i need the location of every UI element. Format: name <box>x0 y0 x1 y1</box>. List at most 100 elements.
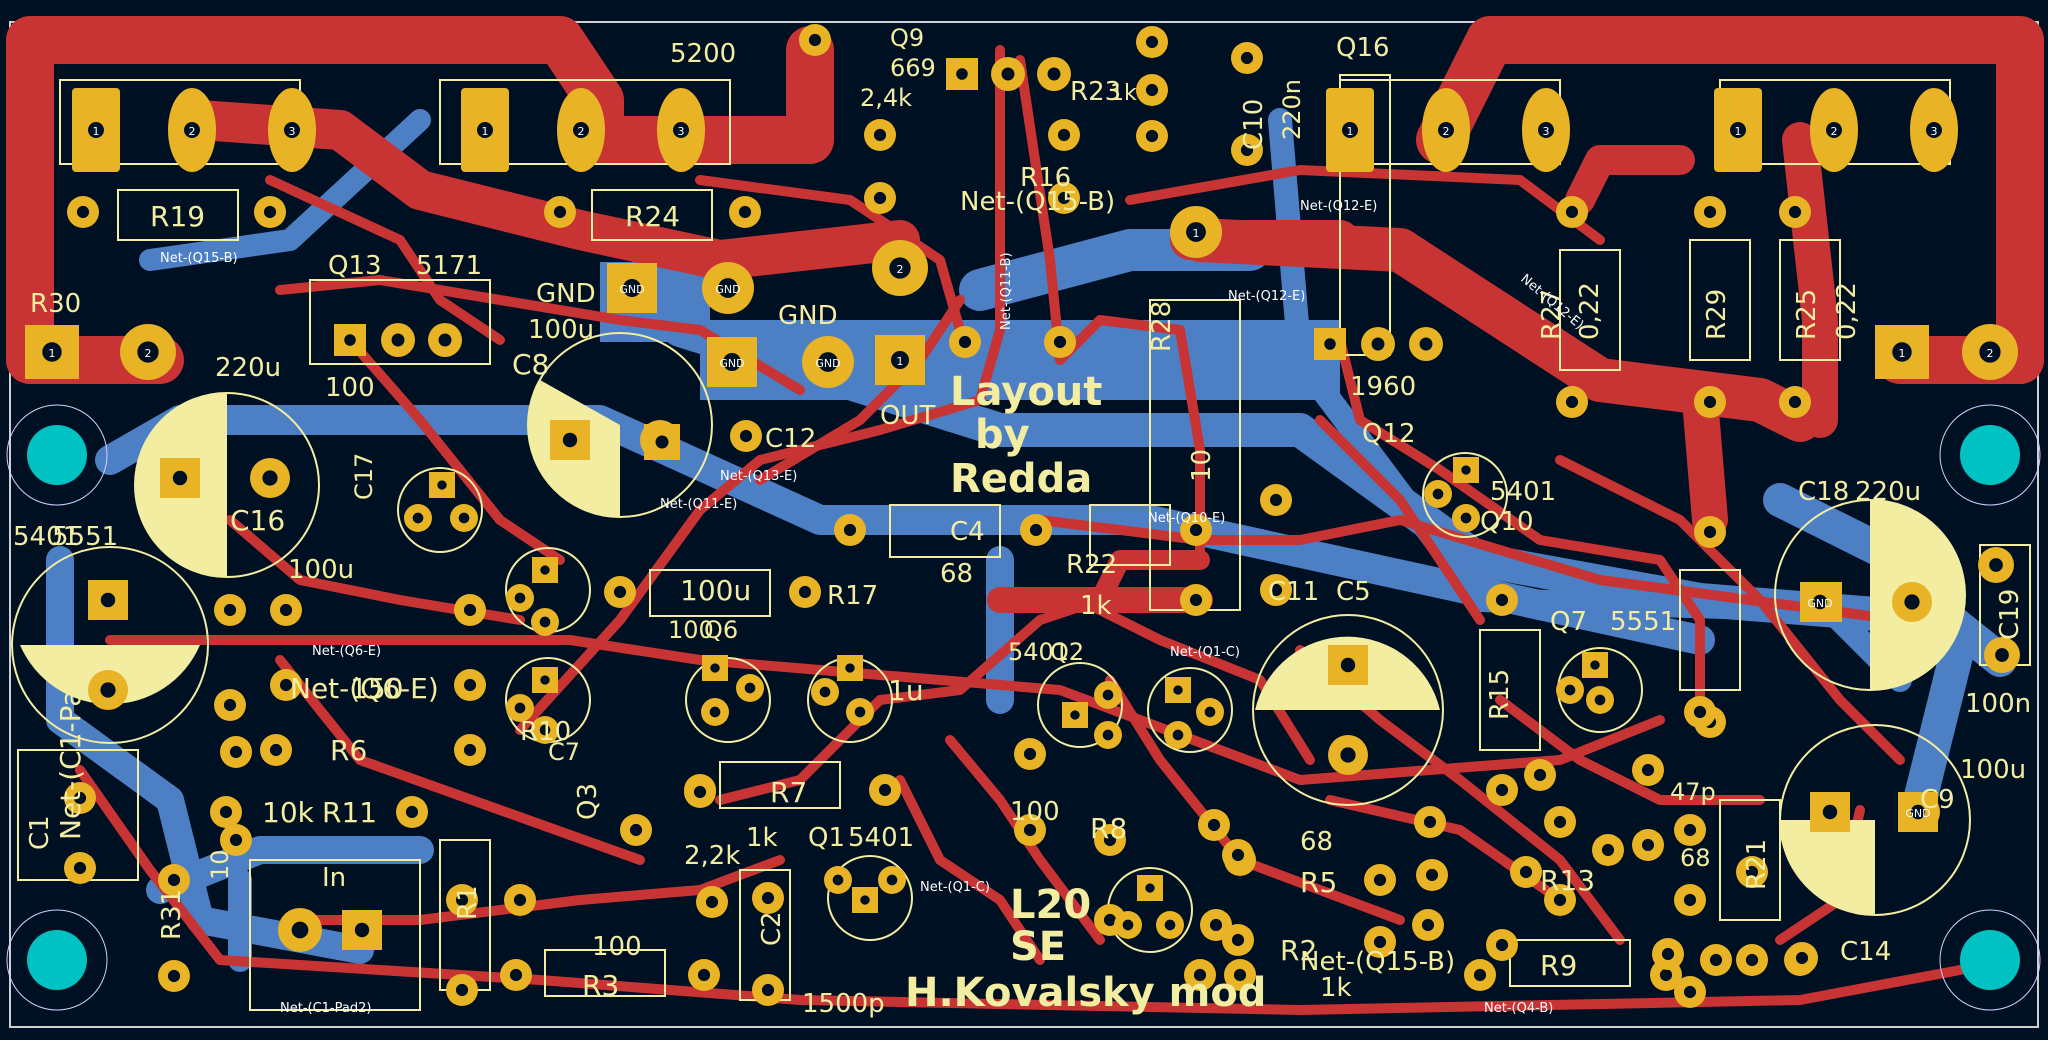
pad-number: 2 <box>145 347 152 360</box>
drill-hole <box>1240 51 1254 65</box>
drill-hole <box>1822 804 1838 820</box>
drill-hole <box>539 616 551 628</box>
drill-hole <box>1432 488 1444 500</box>
svg-text:Q6: Q6 <box>704 616 738 644</box>
svg-text:C8: C8 <box>512 348 549 381</box>
drill-hole <box>1340 747 1356 763</box>
svg-text:100n: 100n <box>1965 689 2031 719</box>
drill-hole <box>262 470 278 486</box>
pad-number: GND <box>619 283 644 296</box>
svg-text:10k: 10k <box>262 796 315 829</box>
svg-text:R7: R7 <box>770 776 807 809</box>
svg-text:C7: C7 <box>548 738 580 766</box>
drill-hole <box>1340 657 1356 673</box>
drill-hole <box>1709 953 1723 967</box>
svg-text:47p: 47p <box>1670 778 1716 806</box>
drill-hole <box>1425 868 1439 882</box>
footer-line-2: SE <box>1010 924 1066 970</box>
svg-text:5551: 5551 <box>52 522 118 552</box>
drill-hole <box>1145 35 1159 49</box>
drill-hole <box>891 351 909 369</box>
drill-hole <box>553 205 567 219</box>
svg-text:C18: C18 <box>1798 477 1849 507</box>
svg-text:Q16: Q16 <box>1336 33 1390 63</box>
drill-hole <box>42 342 62 362</box>
drill-hole <box>391 333 405 347</box>
svg-text:Q7: Q7 <box>1550 607 1587 637</box>
svg-text:220u: 220u <box>215 353 281 383</box>
drill-hole <box>886 874 898 886</box>
svg-text:R31: R31 <box>157 889 187 940</box>
svg-text:220n: 220n <box>1278 79 1306 140</box>
svg-text:In: In <box>322 863 346 893</box>
pad-number: 1 <box>1193 227 1200 240</box>
svg-text:1k: 1k <box>1080 591 1112 621</box>
svg-text:C11: C11 <box>1268 577 1319 607</box>
drill-hole <box>463 743 477 757</box>
drill-hole <box>269 743 283 757</box>
svg-text:2,2k: 2,2k <box>684 841 740 871</box>
svg-text:Net-(Q13-E): Net-(Q13-E) <box>720 469 797 484</box>
drill-hole <box>477 122 493 138</box>
drill-hole <box>1788 395 1802 409</box>
drill-hole <box>1904 594 1920 610</box>
drill-hole <box>562 432 578 448</box>
pad-number: 2 <box>1987 347 1994 360</box>
drill-hole <box>723 353 741 371</box>
svg-text:Net-(Q10-E): Net-(Q10-E) <box>1148 511 1225 526</box>
title-line-1: Layout <box>950 369 1102 415</box>
drill-hole <box>1269 583 1283 597</box>
drill-hole <box>693 785 707 799</box>
svg-text:68: 68 <box>1680 844 1711 872</box>
drill-hole <box>1186 222 1206 242</box>
drill-hole <box>655 435 669 449</box>
svg-text:1k: 1k <box>746 823 778 853</box>
drill-hole <box>1553 893 1567 907</box>
drill-hole <box>744 682 756 694</box>
drill-hole <box>219 805 233 819</box>
drill-hole <box>291 921 309 939</box>
drill-hole <box>1594 694 1606 706</box>
drill-hole <box>1103 913 1117 927</box>
title-line-2: by <box>975 412 1030 458</box>
drill-hole <box>279 678 293 692</box>
drill-hole <box>1053 335 1067 349</box>
svg-text:OUT: OUT <box>880 401 935 431</box>
drill-hole <box>1703 395 1717 409</box>
drill-hole <box>284 122 300 138</box>
drill-hole <box>1001 67 1015 81</box>
svg-text:R21: R21 <box>1742 839 1772 890</box>
svg-text:C12: C12 <box>765 424 816 454</box>
svg-text:R3: R3 <box>582 969 619 1002</box>
svg-text:5171: 5171 <box>416 251 482 281</box>
drill-hole <box>1204 706 1216 718</box>
drill-hole <box>819 686 831 698</box>
svg-text:R6: R6 <box>330 734 367 767</box>
drill-hole <box>629 823 643 837</box>
drill-hole <box>279 603 293 617</box>
drill-hole <box>623 279 641 297</box>
drill-hole <box>1590 660 1600 670</box>
drill-hole <box>1659 968 1673 982</box>
drill-hole <box>1324 338 1336 350</box>
svg-text:220u: 220u <box>1855 477 1921 507</box>
drill-hole <box>1193 968 1207 982</box>
drill-hole <box>889 257 911 279</box>
svg-text:Q10: Q10 <box>1480 507 1534 537</box>
drill-hole <box>705 895 719 909</box>
svg-text:Net-(Q4-B): Net-(Q4-B) <box>1484 1001 1553 1016</box>
drill-hole <box>137 341 159 363</box>
pad-number: 2 <box>189 125 196 138</box>
drill-hole <box>613 585 627 599</box>
svg-text:R27: R27 <box>1537 289 1567 340</box>
drill-hole <box>1553 815 1567 829</box>
drill-hole <box>1519 865 1533 879</box>
pad-number: 2 <box>897 263 904 276</box>
svg-text:Q1: Q1 <box>808 823 845 853</box>
drill-hole <box>1745 953 1759 967</box>
drill-hole <box>540 675 550 685</box>
svg-text:10: 10 <box>206 849 234 880</box>
